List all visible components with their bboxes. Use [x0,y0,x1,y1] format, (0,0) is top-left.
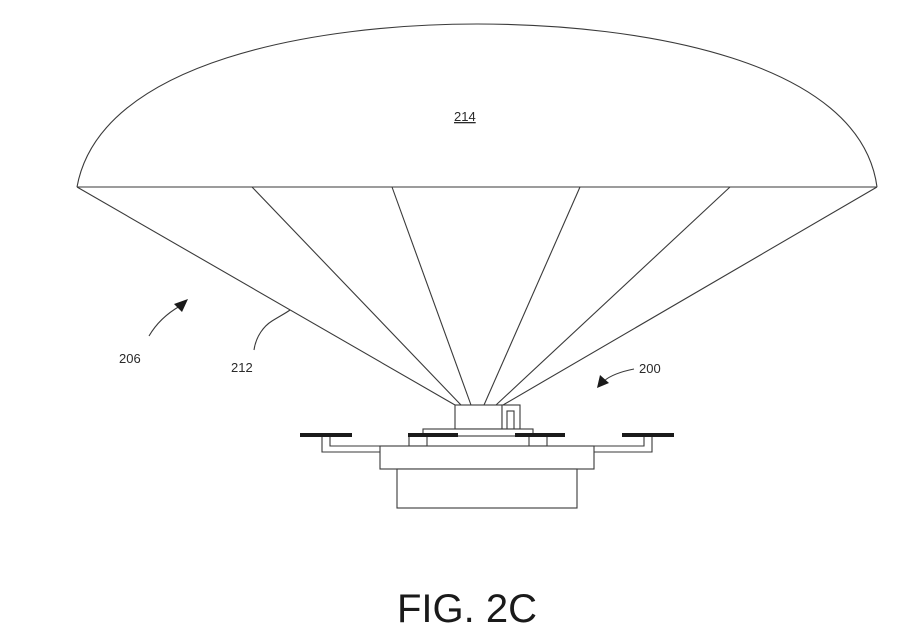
figure-caption: FIG. 2C [397,587,537,631]
rotor-inner-left [408,433,458,437]
system-label: 206 [119,351,141,366]
rotor-inner-right [515,433,565,437]
arrow-200 [597,368,635,388]
rotor-blades [300,433,674,437]
canopy-label: 214 [454,109,476,124]
rotor-outer-left [300,433,352,437]
arrow-206 [148,299,188,337]
parachute-canopy [76,23,878,188]
uav-label: 200 [639,361,661,376]
rotor-outer-right [622,433,674,437]
line-label: 212 [231,360,253,375]
suspension-lines [76,186,878,406]
uav-drone [321,404,653,509]
leader-line-212 [253,309,291,351]
